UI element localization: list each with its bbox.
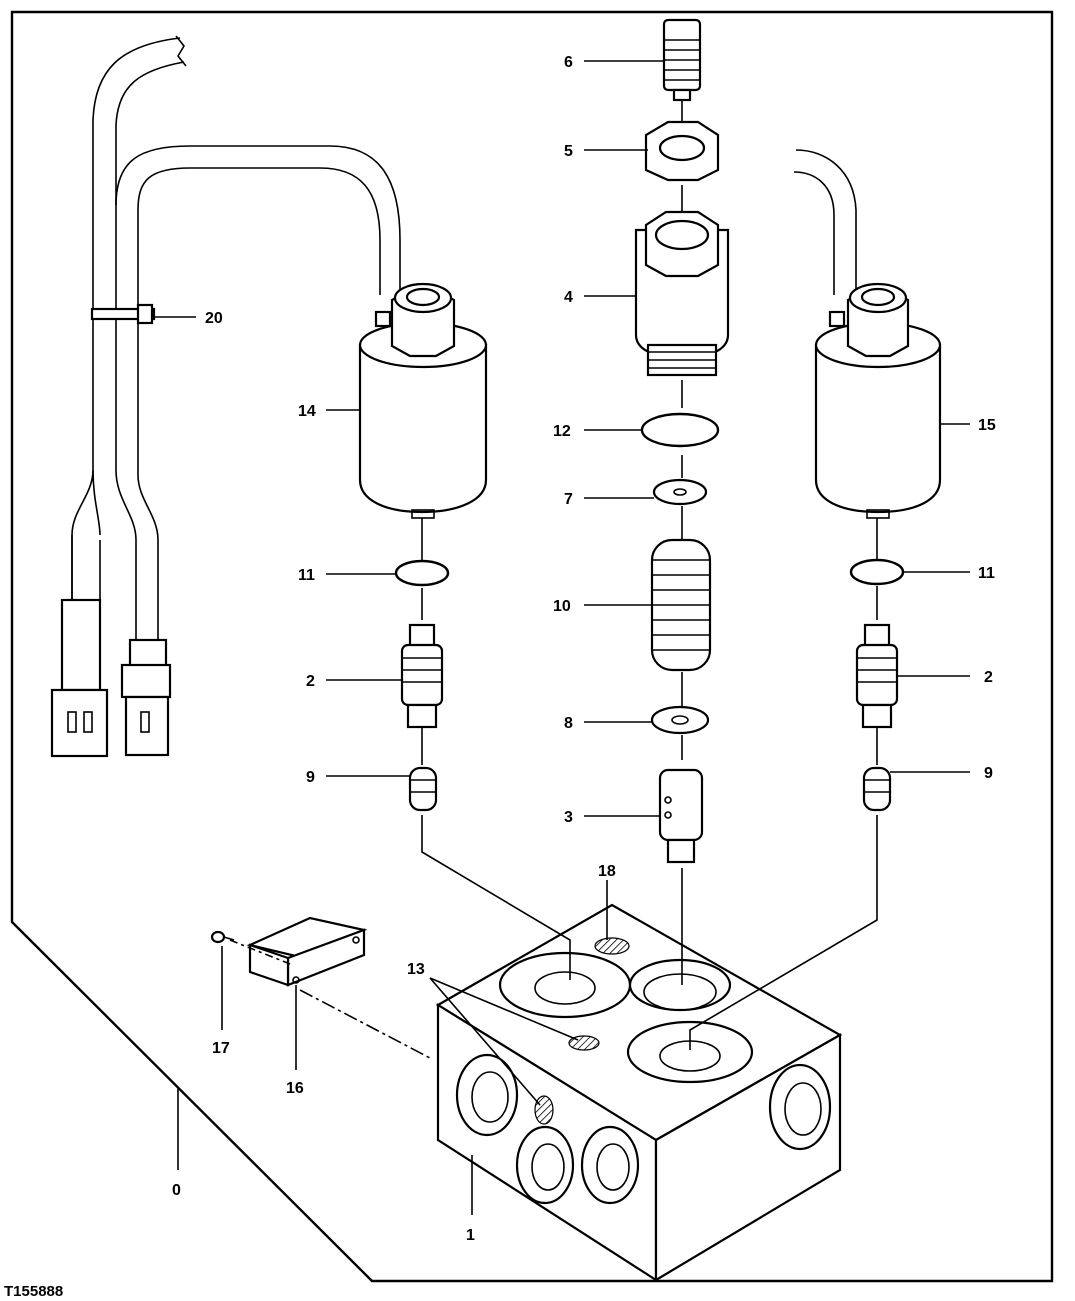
callout-7: 7 xyxy=(564,491,573,508)
diagram-border xyxy=(10,10,1054,1283)
callout-10: 10 xyxy=(553,598,571,615)
callout-14: 14 xyxy=(298,403,316,420)
left-cartridge-parts xyxy=(394,559,450,812)
callout-1: 1 xyxy=(466,1227,475,1244)
solenoid-coil-14 xyxy=(358,282,488,519)
callout-15: 15 xyxy=(978,417,996,434)
callout-2-right: 2 xyxy=(984,669,993,686)
callout-11-right: 11 xyxy=(978,565,995,582)
callout-3: 3 xyxy=(564,809,573,826)
right-cartridge-parts xyxy=(849,558,905,812)
callout-20: 20 xyxy=(205,310,223,327)
center-part-stack xyxy=(634,18,730,864)
callout-18: 18 xyxy=(598,863,616,880)
callout-16: 16 xyxy=(286,1080,304,1097)
nameplate-and-screw xyxy=(210,916,368,987)
callout-5: 5 xyxy=(564,143,573,160)
valve-block xyxy=(435,903,843,1283)
callout-6: 6 xyxy=(564,54,573,71)
solenoid-coil-15 xyxy=(793,149,942,519)
callout-2-left: 2 xyxy=(306,673,315,690)
assembly-center-lines xyxy=(229,100,878,1059)
callout-11-left: 11 xyxy=(298,567,315,584)
leader-lines xyxy=(154,60,970,1215)
wiring-harness xyxy=(50,35,401,758)
callout-9-right: 9 xyxy=(984,765,993,782)
callout-12: 12 xyxy=(553,423,571,440)
callout-13: 13 xyxy=(407,961,425,978)
callout-labels: 6 5 4 12 7 10 8 3 18 13 14 11 2 9 15 11 … xyxy=(4,54,996,1300)
callout-4: 4 xyxy=(564,289,573,306)
callout-0: 0 xyxy=(172,1182,181,1199)
callout-17: 17 xyxy=(212,1040,230,1057)
callout-9-left: 9 xyxy=(306,769,315,786)
figure-id-code: T155888 xyxy=(4,1283,63,1300)
callout-8: 8 xyxy=(564,715,573,732)
